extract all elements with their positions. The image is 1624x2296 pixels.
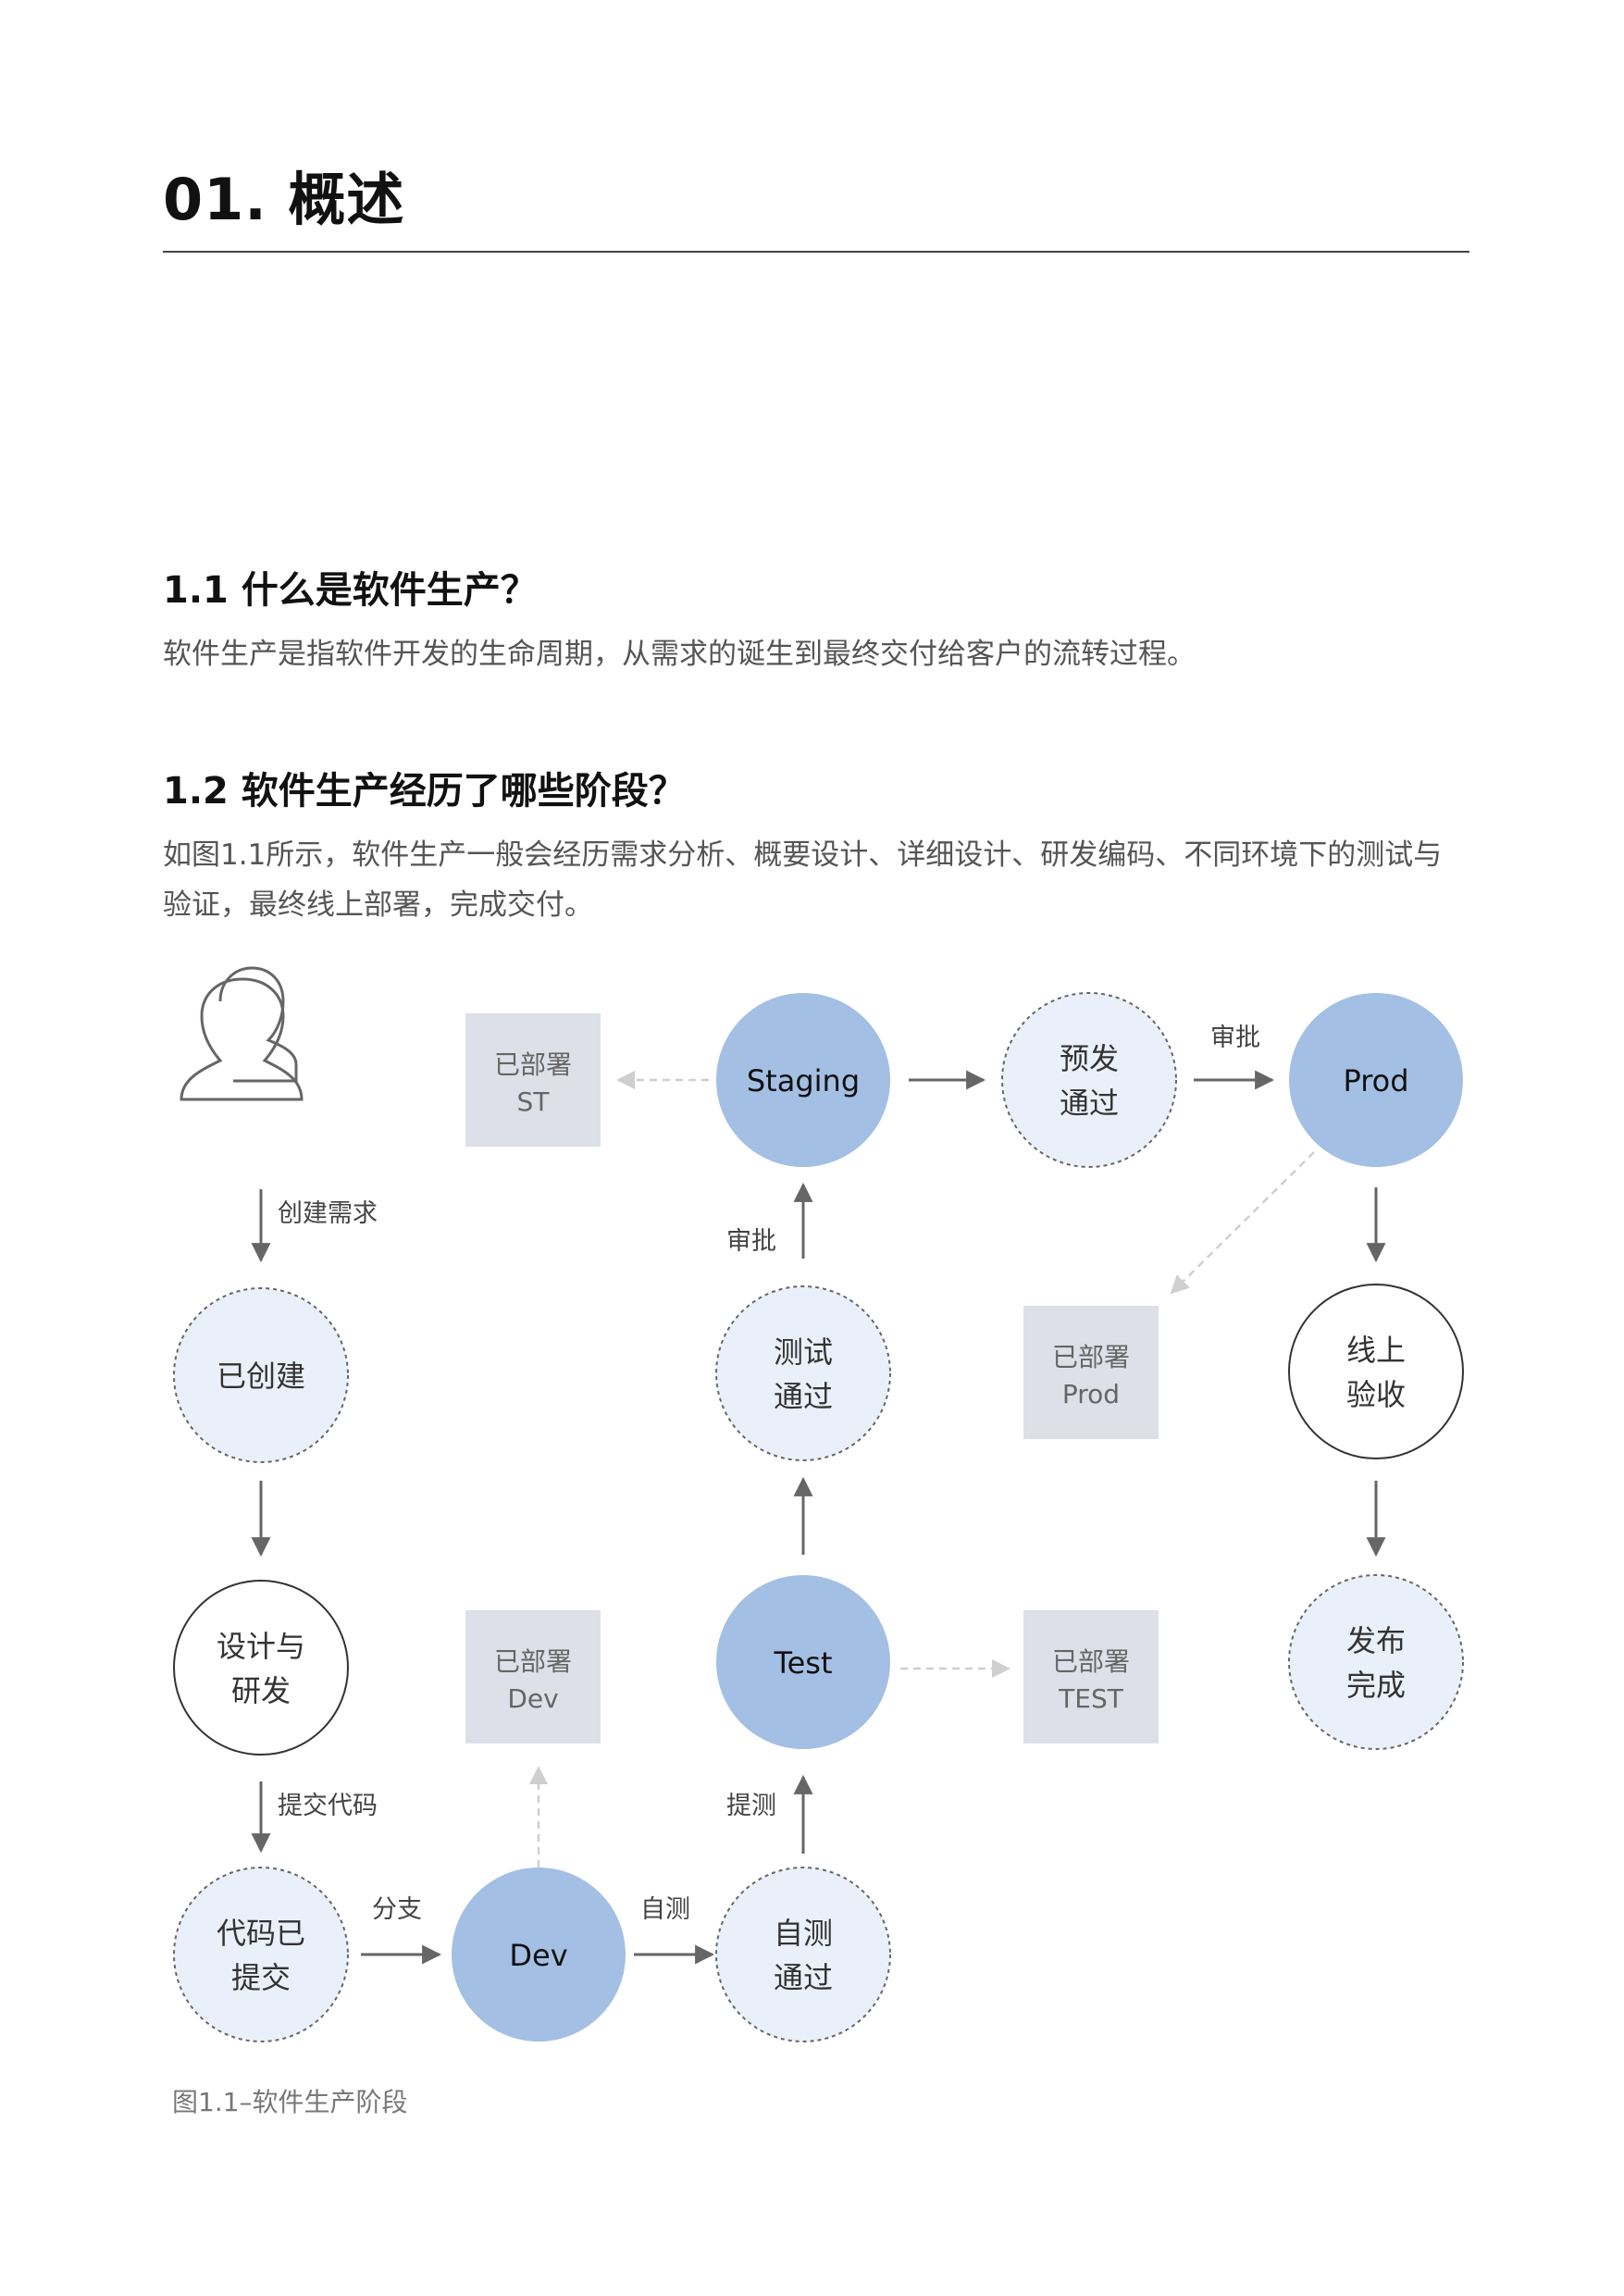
edge-label-approve-test: 审批 xyxy=(726,1227,776,1256)
deploy-box-st-line1: 已部署 xyxy=(494,1049,572,1080)
arrow-deploy-prod xyxy=(1170,1151,1315,1295)
node-online-line1: 线上 xyxy=(1346,1333,1406,1368)
node-prepass-line1: 预发 xyxy=(1060,1041,1119,1076)
deploy-box-test: 已部署 TEST xyxy=(1023,1610,1159,1744)
node-release-line2: 完成 xyxy=(1346,1668,1406,1703)
deploy-box-dev: 已部署 Dev xyxy=(465,1610,601,1744)
deploy-arrows xyxy=(529,1071,1315,1868)
node-created: 已创建 xyxy=(173,1287,349,1463)
node-design-line2: 研发 xyxy=(231,1673,291,1708)
node-design-line1: 设计与 xyxy=(217,1629,305,1664)
node-dev-label: Dev xyxy=(509,1938,567,1973)
edge-label-branch: 分支 xyxy=(372,1895,422,1924)
deploy-box-st-line2: ST xyxy=(517,1086,551,1117)
node-test-passed: 测试 通过 xyxy=(715,1285,891,1461)
node-code-committed: 代码已 提交 xyxy=(173,1867,349,2042)
node-online-accept: 线上 验收 xyxy=(1288,1284,1464,1459)
node-code-line2: 提交 xyxy=(231,1960,291,1995)
node-selftest-line1: 自测 xyxy=(774,1916,833,1951)
deploy-box-prod-line2: Prod xyxy=(1062,1379,1120,1409)
title-divider xyxy=(163,251,1469,253)
node-selftest-line2: 通过 xyxy=(774,1960,833,1995)
node-code-line1: 代码已 xyxy=(217,1916,305,1951)
node-test-env: Test xyxy=(716,1575,890,1749)
node-design-dev: 设计与 研发 xyxy=(173,1580,349,1756)
edge-label-submit-test: 提测 xyxy=(726,1792,776,1820)
section-body-1-1: 软件生产是指软件开发的生命周期，从需求的诞生到最终交付给客户的流转过程。 xyxy=(163,638,1196,671)
page-title: 01. 概述 xyxy=(163,166,405,233)
node-dev-env: Dev xyxy=(452,1868,626,2042)
deploy-box-test-line1: 已部署 xyxy=(1052,1646,1130,1677)
node-pre-passed: 预发 通过 xyxy=(1001,992,1177,1168)
node-created-label: 已创建 xyxy=(217,1359,305,1394)
node-prod-env: Prod xyxy=(1289,993,1463,1167)
node-testpass-line1: 测试 xyxy=(774,1334,833,1370)
flow-arrows xyxy=(251,1070,1386,1965)
section-heading-1-2: 1.2 软件生产经历了哪些阶段？ xyxy=(163,770,686,813)
node-release-done: 发布 完成 xyxy=(1288,1574,1464,1750)
node-staging-env: Staging xyxy=(716,993,890,1167)
node-prod-label: Prod xyxy=(1343,1063,1408,1098)
deploy-box-dev-line2: Dev xyxy=(507,1683,558,1714)
node-selftest-passed: 自测 通过 xyxy=(715,1867,891,2042)
edge-label-approve-pre: 审批 xyxy=(1210,1024,1260,1052)
deploy-box-dev-line1: 已部署 xyxy=(494,1646,572,1677)
node-test-label: Test xyxy=(773,1645,832,1681)
node-prepass-line2: 通过 xyxy=(1060,1086,1119,1121)
edge-label-create-req: 创建需求 xyxy=(278,1199,378,1228)
edge-label-self-test: 自测 xyxy=(640,1895,690,1924)
section-heading-1-1: 1.1 什么是软件生产？ xyxy=(163,569,538,612)
users-icon xyxy=(180,966,304,1101)
edge-label-commit-code: 提交代码 xyxy=(278,1792,378,1820)
node-release-line1: 发布 xyxy=(1346,1623,1406,1658)
node-testpass-line2: 通过 xyxy=(774,1379,833,1414)
deploy-box-prod: 已部署 Prod xyxy=(1023,1306,1159,1439)
node-online-line2: 验收 xyxy=(1346,1377,1406,1412)
section-body-1-2: 如图1.1所示，软件生产一般会经历需求分析、概要设计、详细设计、研发编码、不同环… xyxy=(163,838,1443,922)
node-staging-label: Staging xyxy=(747,1063,860,1098)
deploy-box-test-line2: TEST xyxy=(1058,1683,1124,1714)
figure-caption: 图1.1–软件生产阶段 xyxy=(172,2087,408,2117)
deploy-box-prod-line1: 已部署 xyxy=(1052,1342,1130,1372)
deploy-box-st: 已部署 ST xyxy=(465,1013,601,1147)
